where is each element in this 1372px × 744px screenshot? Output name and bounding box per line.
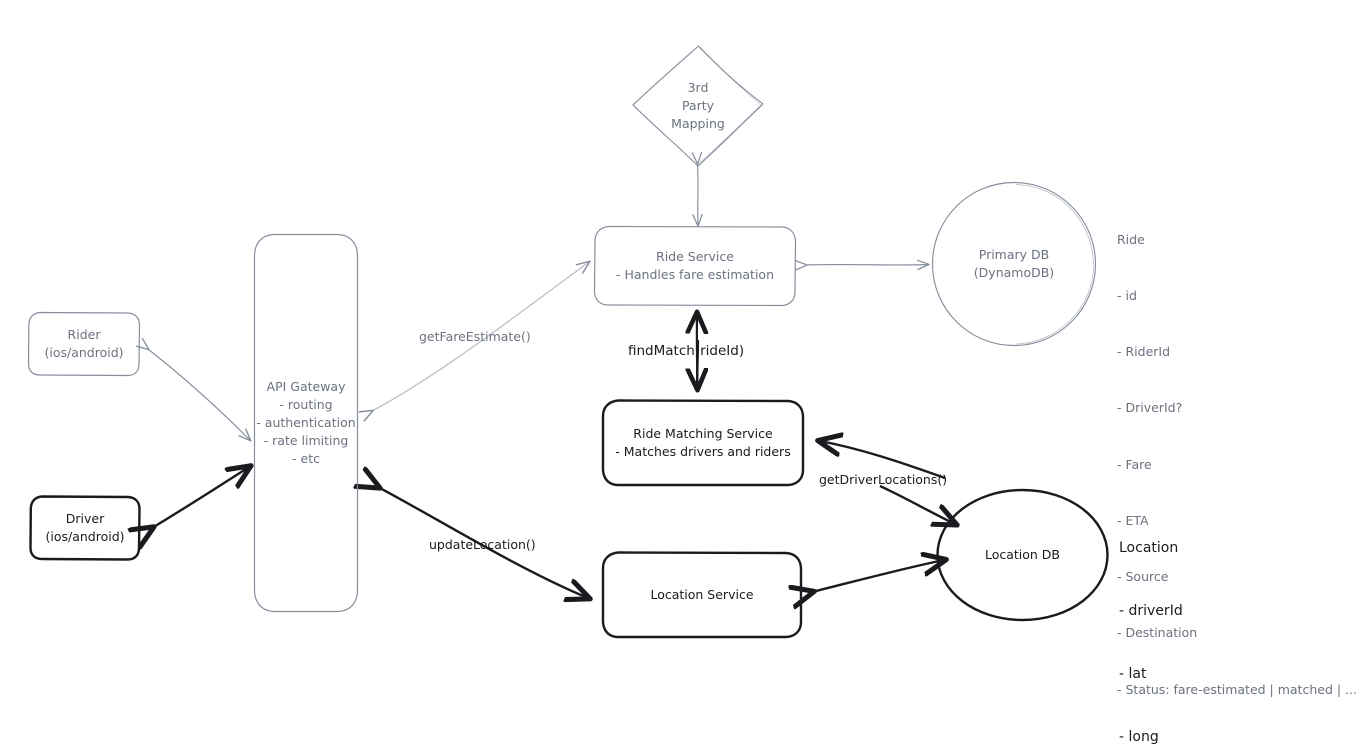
node-rider[interactable]: Rider (ios/android) (26, 310, 142, 378)
node-title: 3rd (687, 79, 709, 95)
schema-ride-field-eta: - ETA (1117, 512, 1149, 528)
node-subtitle: (ios/android) (44, 345, 124, 360)
schema-ride-field-id: - id (1117, 287, 1137, 303)
schema-ride-field-destination: - Destination (1117, 625, 1198, 641)
node-title: Location DB (984, 546, 1061, 562)
schema-location-field-driverid: - driverId (1119, 603, 1183, 619)
node-api-gateway[interactable]: API Gateway - routing - authentication -… (252, 232, 360, 614)
node-driver[interactable]: Driver (ios/android) (28, 494, 142, 562)
node-ride-service[interactable]: Ride Service - Handles fare estimation (592, 224, 798, 308)
schema-ride-field-status: - Status: fare-estimated | matched | ... (1117, 681, 1357, 697)
node-subtitle: (ios/android) (45, 529, 125, 544)
schema-location: Location - driverId - lat - long (1119, 496, 1183, 744)
schema-ride-field-fare: - Fare (1117, 456, 1152, 472)
schema-location-field-lat: - lat (1119, 666, 1147, 682)
edge-label-get-driver-locations: getDriverLocations() (819, 472, 948, 487)
node-ride-matching-service[interactable]: Ride Matching Service - Matches drivers … (600, 398, 806, 488)
node-third-party-mapping[interactable]: 3rd Party Mapping (628, 42, 768, 170)
edge-label-get-fare-estimate: getFareEstimate() (419, 329, 531, 344)
node-line2: Party (681, 97, 715, 113)
node-bullet-routing: - routing (279, 396, 333, 412)
schema-location-name: Location (1119, 540, 1179, 556)
schema-location-field-long: - long (1119, 729, 1159, 744)
node-bullet-rate-limiting: - rate limiting (263, 433, 349, 449)
schema-ride-field-more: - ... (1117, 737, 1357, 744)
schema-ride: Ride - id - RiderId - DriverId? - Fare -… (1117, 193, 1357, 744)
node-line3: Mapping (671, 116, 725, 132)
schema-ride-name: Ride (1117, 231, 1145, 247)
node-bullet-authentication: - authentication (256, 414, 356, 430)
edge-driver-apigateway (152, 467, 249, 528)
edge-locationservice-locationdb (812, 560, 944, 592)
node-title: API Gateway (266, 378, 346, 394)
schema-ride-field-riderid: - RiderId (1117, 344, 1171, 359)
node-title: Ride Service (656, 248, 734, 264)
node-title: Primary DB (978, 246, 1050, 262)
node-bullet-etc: - etc (292, 451, 320, 467)
edge-rider-apigateway (135, 337, 252, 442)
edge-rideservice-primarydb (794, 259, 930, 271)
schema-ride-field-source: - Source (1117, 569, 1169, 584)
node-location-db[interactable]: Location DB (935, 488, 1110, 622)
node-subtitle: - Handles fare estimation (616, 267, 774, 282)
node-location-service[interactable]: Location Service (600, 550, 804, 640)
edge-label-find-match: findMatch(rideId) (628, 343, 745, 359)
node-subtitle: - Matches drivers and riders (615, 444, 791, 459)
edge-mapping-rideservice (691, 151, 703, 227)
node-title: Driver (65, 510, 105, 526)
node-title: Location Service (650, 586, 754, 602)
node-subtitle: (DynamoDB) (973, 265, 1055, 280)
edge-label-update-location: updateLocation() (429, 537, 536, 552)
node-primary-db[interactable]: Primary DB (DynamoDB) (930, 180, 1098, 348)
schema-ride-field-driverid: - DriverId? (1117, 400, 1183, 416)
node-title: Rider (67, 326, 101, 342)
node-title: Ride Matching Service (633, 425, 773, 441)
